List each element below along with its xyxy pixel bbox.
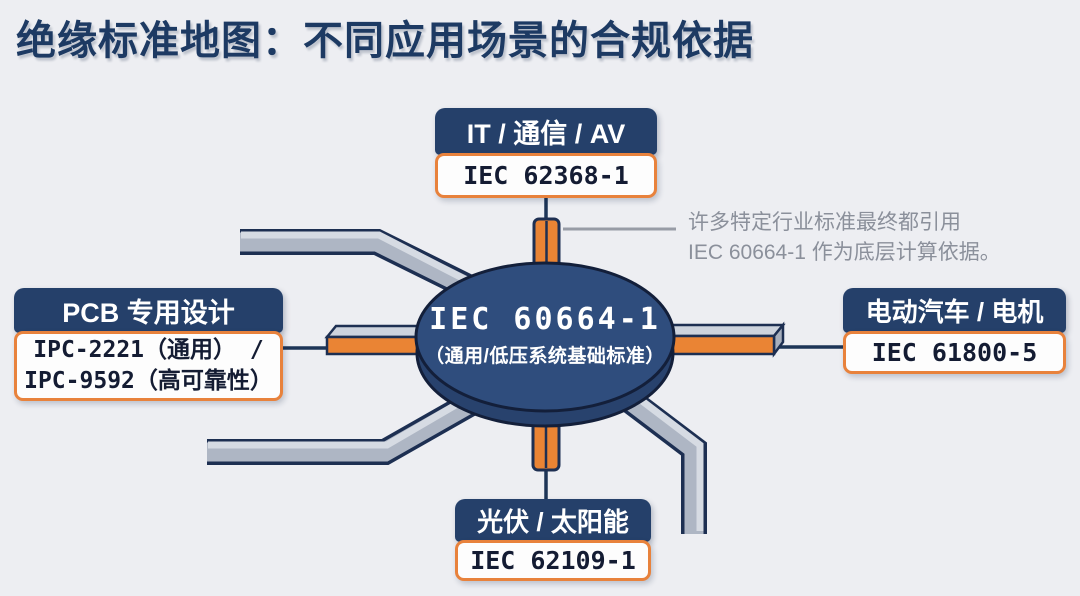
pcb-standard-line1: IPC-2221（通用） / bbox=[33, 337, 264, 363]
annotation-line2: IEC 60664-1 作为底层计算依据。 bbox=[688, 241, 1001, 264]
pcb-standard-line2: IPC-9592（高可靠性） bbox=[24, 368, 273, 394]
spoke-bar-lower-right bbox=[616, 385, 707, 534]
node-ev-motor-standard: IEC 61800-5 bbox=[843, 331, 1066, 374]
node-pcb-design: PCB 专用设计 IPC-2221（通用） / IPC-9592（高可靠性） bbox=[14, 288, 283, 401]
page-title: 绝缘标准地图：不同应用场景的合规依据 bbox=[16, 19, 754, 63]
node-it-telecom-av: IT / 通信 / AV IEC 62368-1 bbox=[435, 108, 657, 198]
node-pv-solar: 光伏 / 太阳能 IEC 62109-1 bbox=[455, 499, 651, 581]
hub-standard: IEC 60664-1 bbox=[429, 302, 661, 337]
annotation-line1: 许多特定行业标准最终都引用 bbox=[688, 211, 961, 234]
spoke-bar-lower-left bbox=[207, 386, 487, 465]
node-it-telecom-av-standard: IEC 62368-1 bbox=[435, 153, 657, 198]
hub-label: IEC 60664-1 （通用/低压系统基础标准） bbox=[405, 302, 685, 368]
node-pcb-design-header: PCB 专用设计 bbox=[14, 288, 283, 333]
hub-subtitle: （通用/低压系统基础标准） bbox=[425, 346, 665, 367]
hub-ellipse bbox=[414, 261, 676, 428]
annotation-note: 许多特定行业标准最终都引用 IEC 60664-1 作为底层计算依据。 bbox=[688, 208, 1048, 268]
spoke-bar-upper-left bbox=[240, 229, 480, 302]
node-ev-motor: 电动汽车 / 电机 IEC 61800-5 bbox=[843, 288, 1066, 374]
node-pv-solar-header: 光伏 / 太阳能 bbox=[455, 499, 651, 542]
node-pv-solar-standard: IEC 62109-1 bbox=[455, 540, 651, 581]
node-pcb-design-standard: IPC-2221（通用） / IPC-9592（高可靠性） bbox=[14, 331, 283, 401]
node-ev-motor-header: 电动汽车 / 电机 bbox=[843, 288, 1066, 333]
node-it-telecom-av-header: IT / 通信 / AV bbox=[435, 108, 657, 155]
